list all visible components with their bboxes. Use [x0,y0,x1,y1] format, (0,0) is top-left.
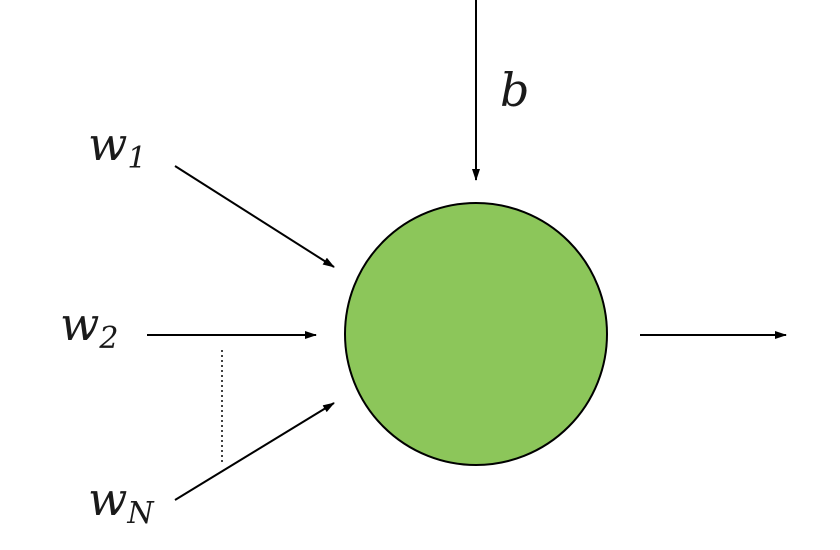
bias-label: b [500,63,529,117]
input-arrow-1 [174,165,335,268]
input-label-1: w1 [88,117,146,176]
input-label-2: w2 [60,297,118,356]
neuron-node [344,202,608,466]
input-arrow-n [174,402,335,501]
input-label-n: wN [88,472,155,531]
